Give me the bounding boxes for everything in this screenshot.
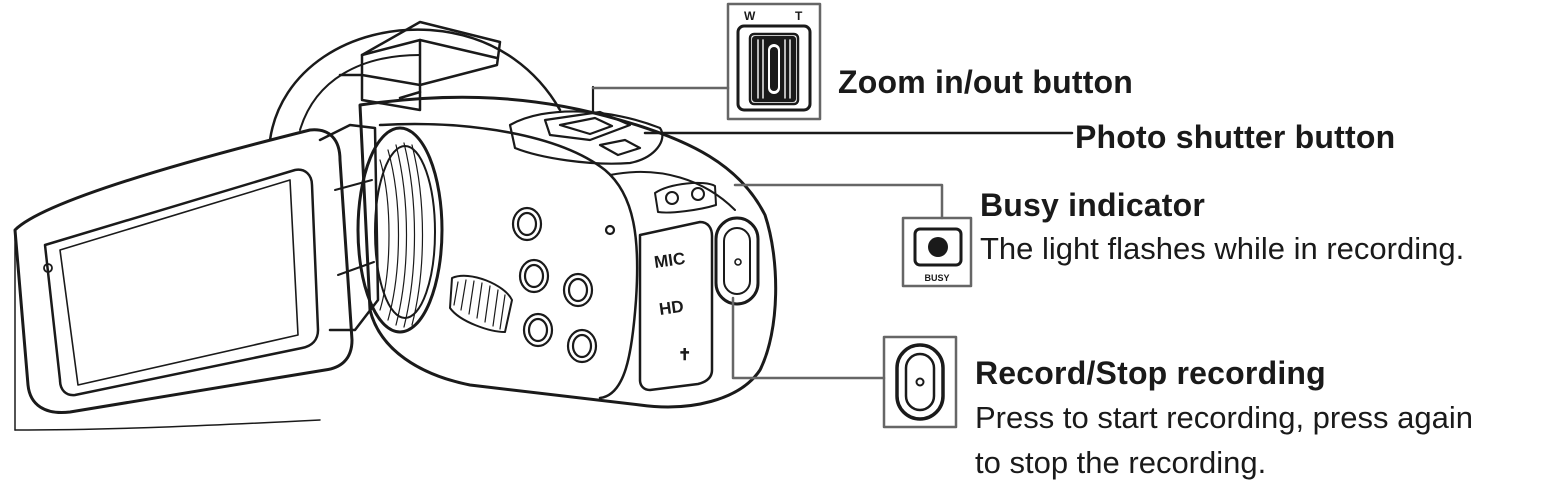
body-face (378, 122, 639, 400)
record-button-icon (882, 335, 958, 429)
body-record-button (714, 216, 760, 306)
zoom-title: Zoom in/out button (838, 64, 1134, 100)
lens-hood (268, 28, 562, 142)
leader-busy (733, 183, 944, 220)
zoom-tele-mark: T (795, 9, 803, 23)
mic-label: MIC (653, 249, 687, 272)
body-front-edge (609, 171, 736, 211)
zoom-wide-mark: W (744, 9, 756, 23)
top-controls (508, 85, 664, 165)
record-description-line1: Press to start recording, press again (975, 400, 1473, 435)
dc-label: ✝ (678, 347, 691, 364)
speaker-grille (449, 274, 513, 333)
hot-shoe (338, 20, 502, 112)
record-title: Record/Stop recording (975, 355, 1326, 391)
shutter-title: Photo shutter button (1075, 119, 1396, 155)
lcd-panel (13, 123, 380, 431)
busy-description: The light flashes while in recording. (980, 231, 1465, 266)
ground-line (14, 419, 321, 431)
lens (356, 126, 444, 334)
camcorder-illustration: MIC HD ✝ (13, 20, 778, 431)
leader-record (731, 296, 886, 380)
side-buttons (511, 206, 616, 364)
leader-lines (591, 86, 1074, 380)
port-door: MIC HD ✝ (638, 220, 714, 392)
indicator-lights (654, 181, 717, 214)
busy-icon-text: BUSY (924, 273, 949, 283)
record-description-line2: to stop the recording. (975, 445, 1267, 480)
busy-indicator-icon: BUSY (901, 216, 973, 288)
camera-body (358, 95, 778, 409)
hd-label: HD (658, 297, 685, 319)
zoom-lever-icon: W T (726, 2, 822, 121)
busy-title: Busy indicator (980, 187, 1206, 223)
